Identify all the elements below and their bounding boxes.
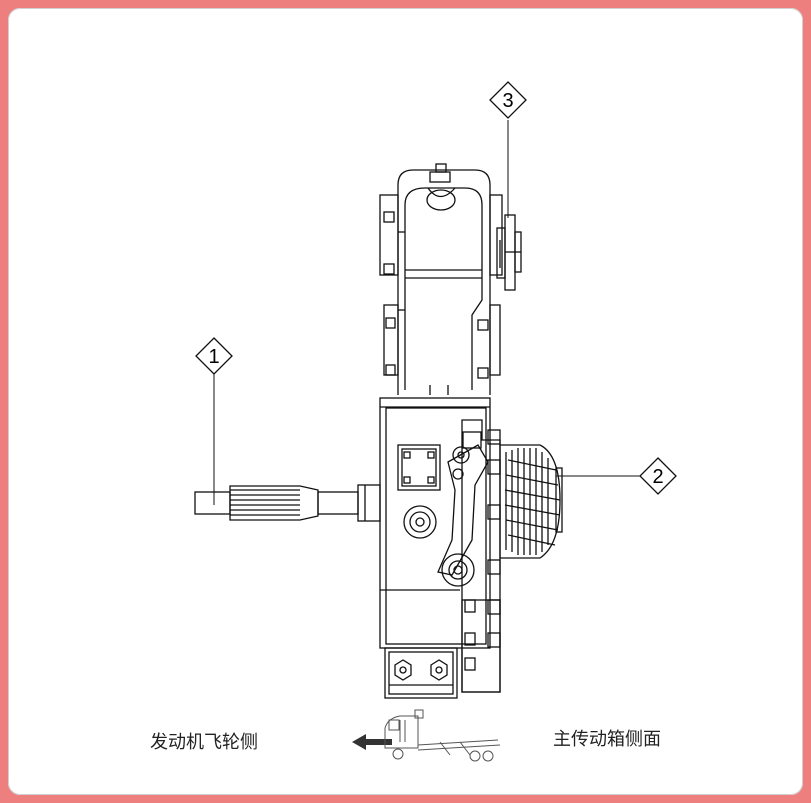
- side-plate: [461, 419, 501, 693]
- diagram-panel: [8, 8, 803, 795]
- left-arrow-icon: [352, 734, 392, 750]
- truck-chassis-icon: [384, 709, 501, 762]
- callout-3-label: 3: [502, 90, 513, 112]
- caption-main-transmission-side: 主传动箱侧面: [553, 729, 661, 750]
- input-shaft: [194, 484, 381, 522]
- pulley-flange: [496, 214, 522, 291]
- callout-2-label: 2: [652, 466, 663, 488]
- leader-lines: [213, 120, 640, 505]
- upper-column: [379, 163, 503, 395]
- callout-1: 1: [195, 337, 233, 375]
- callout-3: 3: [489, 81, 527, 119]
- output-gear: [499, 444, 563, 559]
- callout-1-label: 1: [208, 346, 219, 368]
- caption-engine-flywheel-side: 发动机飞轮侧: [150, 732, 258, 753]
- callout-2: 2: [639, 457, 677, 495]
- shift-lever: [437, 431, 489, 587]
- main-housing: [379, 397, 491, 699]
